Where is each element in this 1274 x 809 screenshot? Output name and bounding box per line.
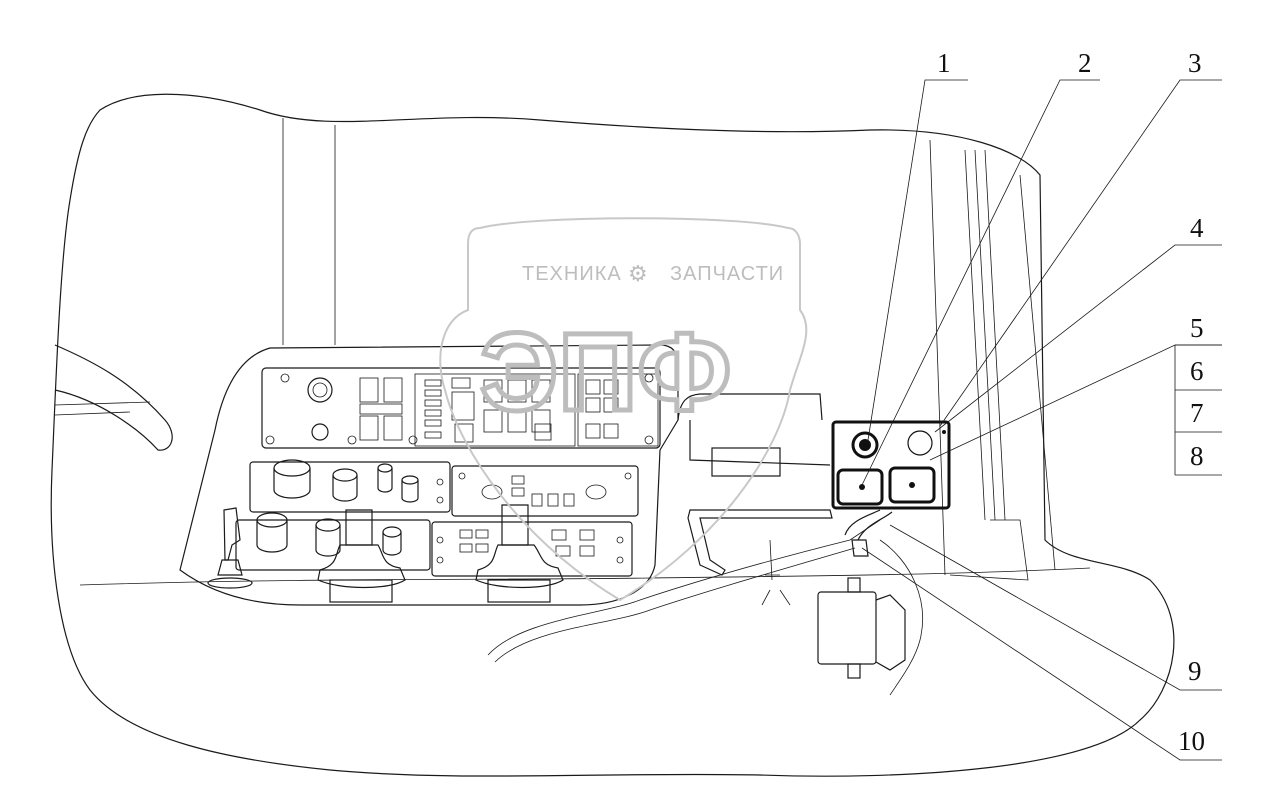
cable-down (761, 539, 791, 606)
callout-7: 7 (1190, 398, 1204, 428)
right-pillar-2 (964, 149, 1006, 521)
callout-2: 2 (1078, 48, 1092, 78)
callout-1: 1 (937, 48, 951, 78)
callout-9: 9 (1188, 656, 1202, 686)
relay-box (817, 577, 906, 679)
gear-icon: ⚙ (628, 261, 648, 286)
right-pillar-3 (1019, 174, 1056, 571)
middle-panel (249, 461, 451, 513)
watermark-right-text: ЗАПЧАСТИ (670, 263, 784, 285)
lower-knobs (256, 512, 402, 557)
socket-right (888, 466, 936, 504)
middle-switches (436, 472, 632, 507)
left-rail (54, 401, 151, 416)
socket-panel (677, 393, 951, 510)
switch-block-b (414, 373, 576, 447)
hose-to-socket (844, 509, 893, 541)
right-pillar-1 (929, 139, 946, 576)
callout-4: 4 (1190, 213, 1204, 243)
callout-6: 6 (1190, 356, 1204, 386)
callout-5: 5 (1190, 313, 1204, 343)
lower-switches (436, 529, 624, 564)
upper-switch-panel (261, 367, 661, 449)
panel-knob-inner (312, 382, 328, 398)
watermark-shield (439, 217, 808, 602)
joystick-left (317, 509, 406, 603)
callout-3: 3 (1188, 48, 1202, 78)
right-frame-step (949, 519, 1029, 581)
callout-10: 10 (1178, 726, 1205, 756)
cab-outline (50, 93, 1175, 777)
middle-panel-right (451, 465, 639, 517)
floor-line (79, 567, 1091, 586)
panel-knob (307, 377, 333, 403)
left-handle (54, 344, 173, 451)
joystick-right (475, 504, 564, 603)
left-pillar (282, 118, 336, 345)
cable-harness (487, 519, 881, 656)
switch-block-c (577, 373, 659, 447)
gear-lever (207, 507, 253, 589)
socket-plate (831, 420, 951, 510)
socket-round (851, 431, 879, 459)
right-cable (879, 539, 923, 696)
bracket-tube (687, 509, 833, 576)
callout-8: 8 (1190, 441, 1204, 471)
rotary-knobs (273, 459, 419, 503)
watermark-big-text: ЭПФ (480, 311, 731, 434)
panel-screws (265, 373, 654, 445)
panel-button (311, 423, 329, 441)
control-console (179, 344, 679, 606)
switch-block-a (359, 377, 403, 441)
lower-panel-right (431, 521, 633, 577)
socket-left (836, 468, 884, 506)
clamp (851, 539, 869, 557)
watermark-left-text: ТЕХНИКА (522, 263, 622, 285)
socket-gauge (907, 430, 933, 456)
leader-lines (861, 79, 1222, 761)
watermark: ТЕХНИКА ⚙ ЗАПЧАСТИ ЭПФ (439, 217, 808, 602)
cable-harness-2 (494, 547, 856, 663)
